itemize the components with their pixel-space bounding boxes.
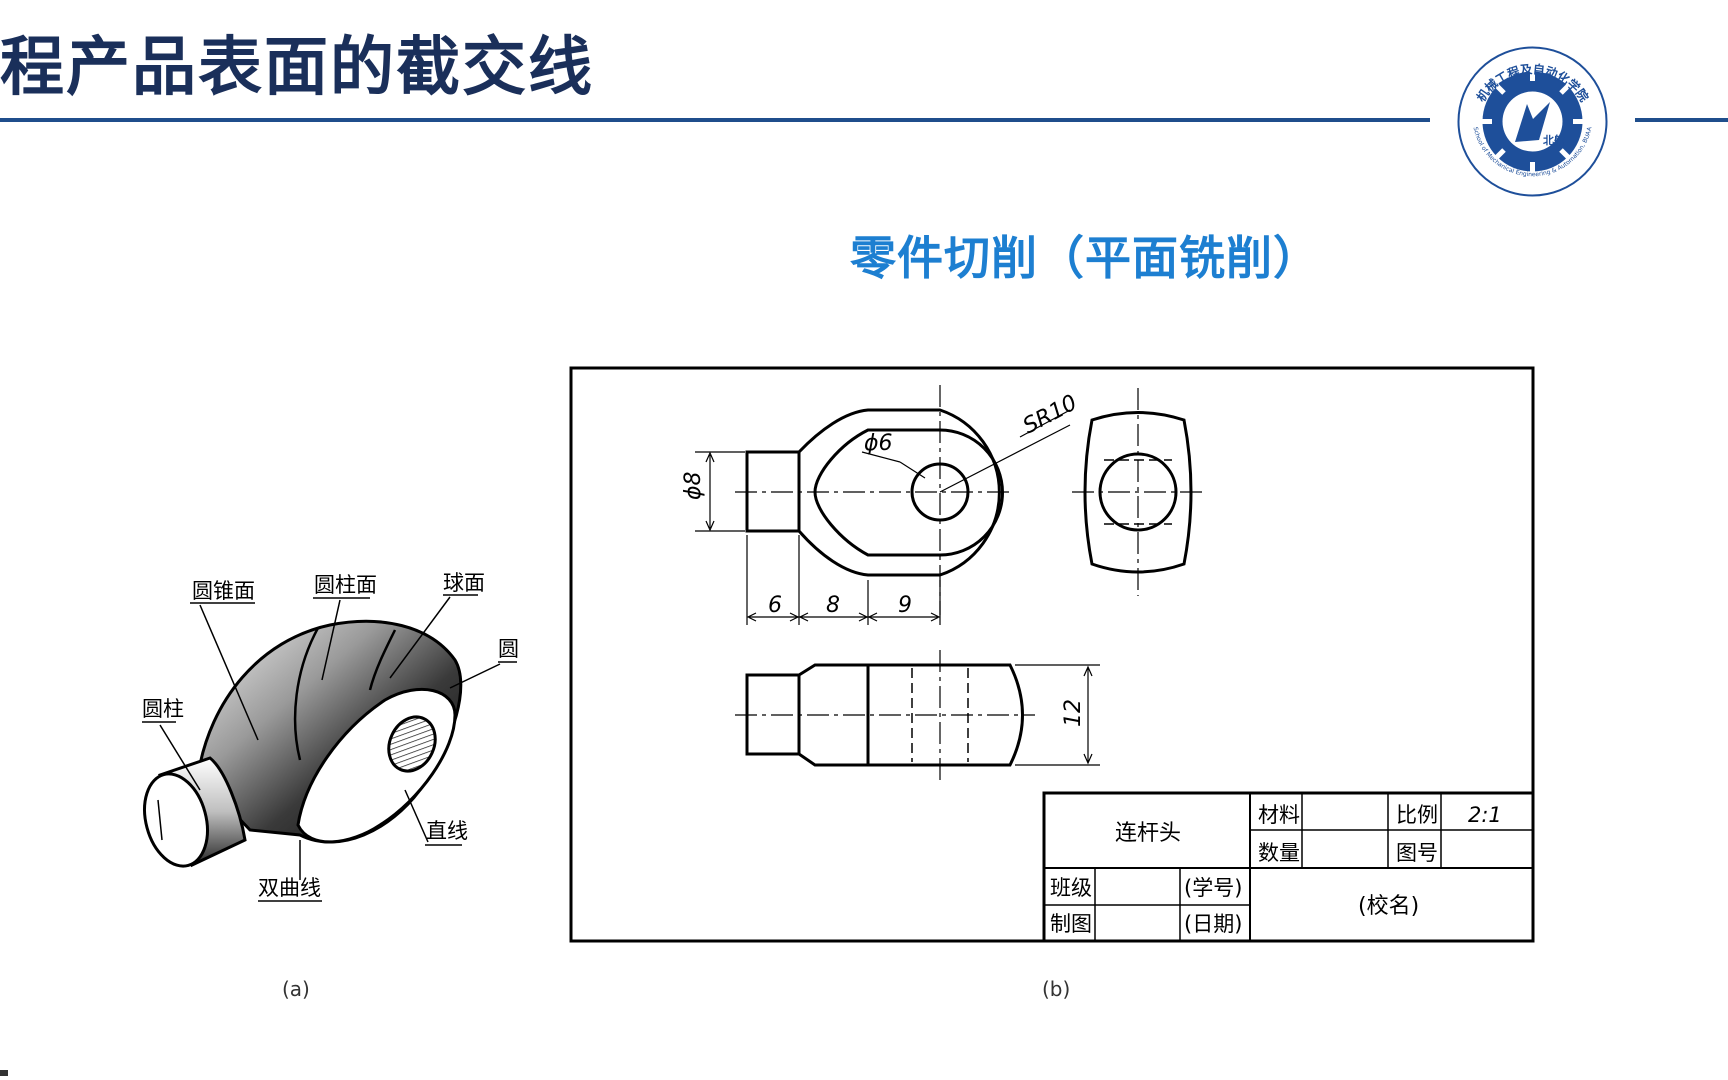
tb-drawn-label: 制图 bbox=[1050, 912, 1092, 936]
tb-scale-label: 比例 bbox=[1396, 803, 1438, 827]
caption-a: (a) bbox=[282, 977, 310, 1001]
slide-subtitle: 零件切削（平面铣削） bbox=[850, 231, 1320, 285]
tb-scale-value: 2:1 bbox=[1468, 803, 1502, 827]
dim-6: 6 bbox=[768, 593, 782, 618]
caption-b: (b) bbox=[1042, 977, 1070, 1001]
label-cylinder-face: 圆柱面 bbox=[314, 573, 377, 597]
tb-school-label: (校名) bbox=[1358, 894, 1419, 919]
dim-phi6: ϕ6 bbox=[864, 431, 893, 456]
label-sphere: 球面 bbox=[443, 571, 485, 595]
label-hyperbola: 双曲线 bbox=[258, 876, 321, 900]
dim-sr10: SR10 bbox=[1019, 390, 1081, 439]
tb-drawing-no-label: 图号 bbox=[1396, 841, 1438, 865]
dim-12: 12 bbox=[1061, 699, 1086, 727]
logo-center-text: 北航 bbox=[1543, 133, 1565, 147]
tb-date-label: (日期) bbox=[1184, 912, 1242, 936]
title-rule-right bbox=[1635, 118, 1728, 122]
school-logo: 北航 机械工程及自动化学院 School of Mechanical Engin… bbox=[1457, 46, 1608, 197]
dim-8: 8 bbox=[826, 593, 840, 618]
figure-a-part: 圆锥面 圆柱面 球面 圆 圆柱 直线 双曲线 (a) bbox=[142, 571, 519, 1001]
tb-student-no-label: (学号) bbox=[1184, 876, 1242, 900]
tb-material-label: 材料 bbox=[1258, 803, 1300, 827]
tb-quantity-label: 数量 bbox=[1258, 841, 1300, 865]
label-cylinder: 圆柱 bbox=[142, 697, 184, 721]
corner-mark bbox=[0, 1070, 8, 1076]
slide-title: 程产品表面的截交线 bbox=[0, 31, 594, 105]
label-cone: 圆锥面 bbox=[192, 579, 255, 603]
part-cylinder-end bbox=[143, 772, 209, 868]
title-rule-left bbox=[0, 118, 1430, 122]
dim-phi8: ϕ8 bbox=[681, 471, 706, 500]
title-block bbox=[1042, 791, 1535, 943]
figure-b-drawing: SR10 ϕ6 ϕ8 6 8 9 12 连杆头 材料 比例 2:1 数量 图号 … bbox=[569, 366, 1535, 1001]
tb-part-name: 连杆头 bbox=[1115, 821, 1181, 846]
part-hole bbox=[387, 715, 437, 773]
tb-class-label: 班级 bbox=[1050, 876, 1092, 900]
label-line: 直线 bbox=[426, 819, 468, 843]
label-circle: 圆 bbox=[498, 637, 519, 661]
dim-9: 9 bbox=[898, 593, 912, 618]
